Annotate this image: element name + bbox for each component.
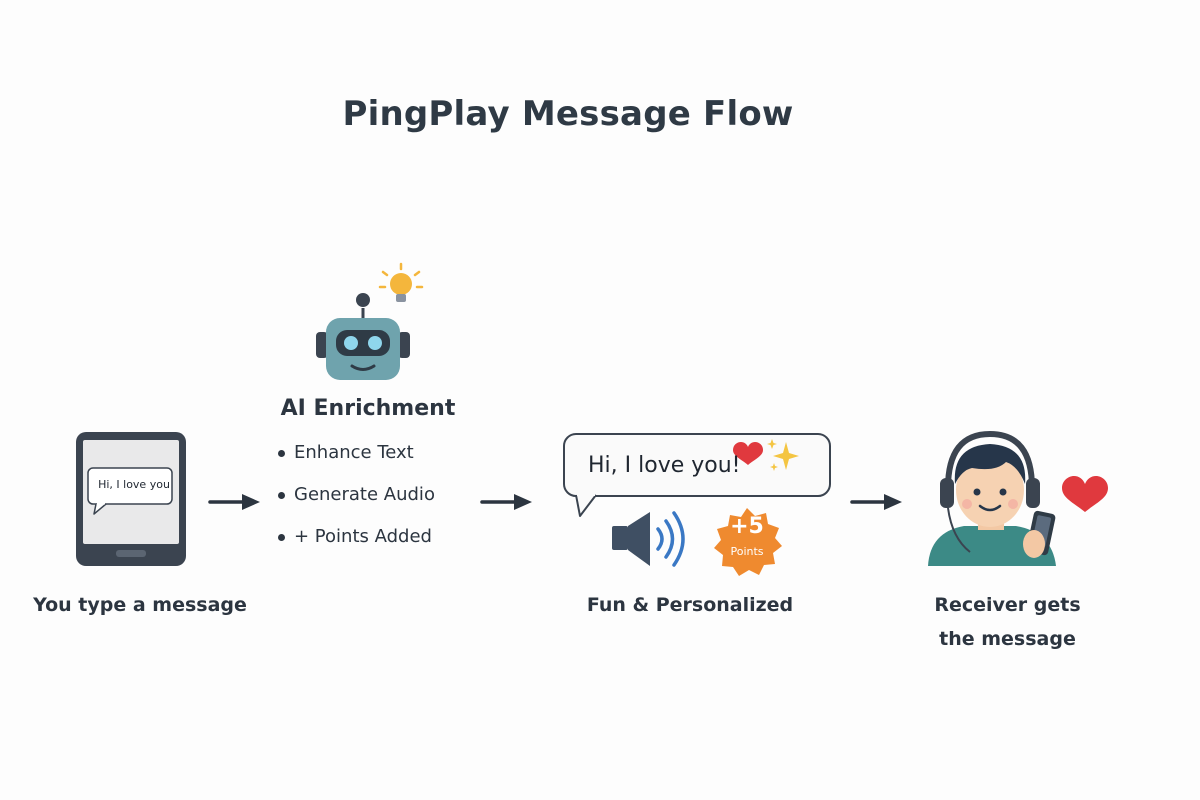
receiver-avatar: [928, 430, 1108, 566]
receiver-caption-line1: Receiver gets: [934, 594, 1081, 616]
heart-icon: [733, 442, 763, 465]
list-item: + Points Added: [278, 526, 435, 568]
enriched-message-text: Hi, I love you!: [588, 453, 741, 478]
list-item-label: Generate Audio: [294, 484, 435, 505]
receiver-caption-line2: the message: [939, 628, 1076, 651]
points-badge-label: Points: [730, 545, 764, 558]
step-caption-enriched: Fun & Personalized: [586, 594, 794, 616]
speaker-icon: [612, 511, 685, 567]
sparkle-icon: [767, 439, 799, 471]
step-caption-type: You type a message: [33, 594, 247, 616]
list-item-label: + Points Added: [294, 526, 432, 547]
arrow-icon: [208, 494, 260, 510]
diagram-title: PingPlay Message Flow: [342, 94, 794, 134]
ai-enrichment-list: Enhance Text Generate Audio + Points Add…: [278, 442, 435, 568]
points-badge-icon: [714, 508, 782, 576]
heart-icon: [1062, 476, 1108, 512]
phone-icon: [76, 432, 186, 566]
ai-enrichment-heading: AI Enrichment: [280, 396, 456, 421]
list-item: Enhance Text: [278, 442, 435, 484]
bullet-icon: [278, 534, 285, 541]
arrow-icon: [480, 494, 532, 510]
arrow-icon: [850, 494, 902, 510]
list-item-label: Enhance Text: [294, 442, 414, 463]
robot-icon: [316, 262, 424, 380]
bullet-icon: [278, 450, 285, 457]
phone-message-text: Hi, I love you: [98, 478, 170, 491]
list-item: Generate Audio: [278, 484, 435, 526]
step-caption-receiver: Receiver gets the message: [900, 588, 1115, 656]
lightbulb-icon: [378, 262, 424, 302]
headphones-icon: [940, 430, 1040, 553]
points-badge-value: +5: [730, 514, 764, 539]
bullet-icon: [278, 492, 285, 499]
speech-bubble: [563, 433, 831, 517]
